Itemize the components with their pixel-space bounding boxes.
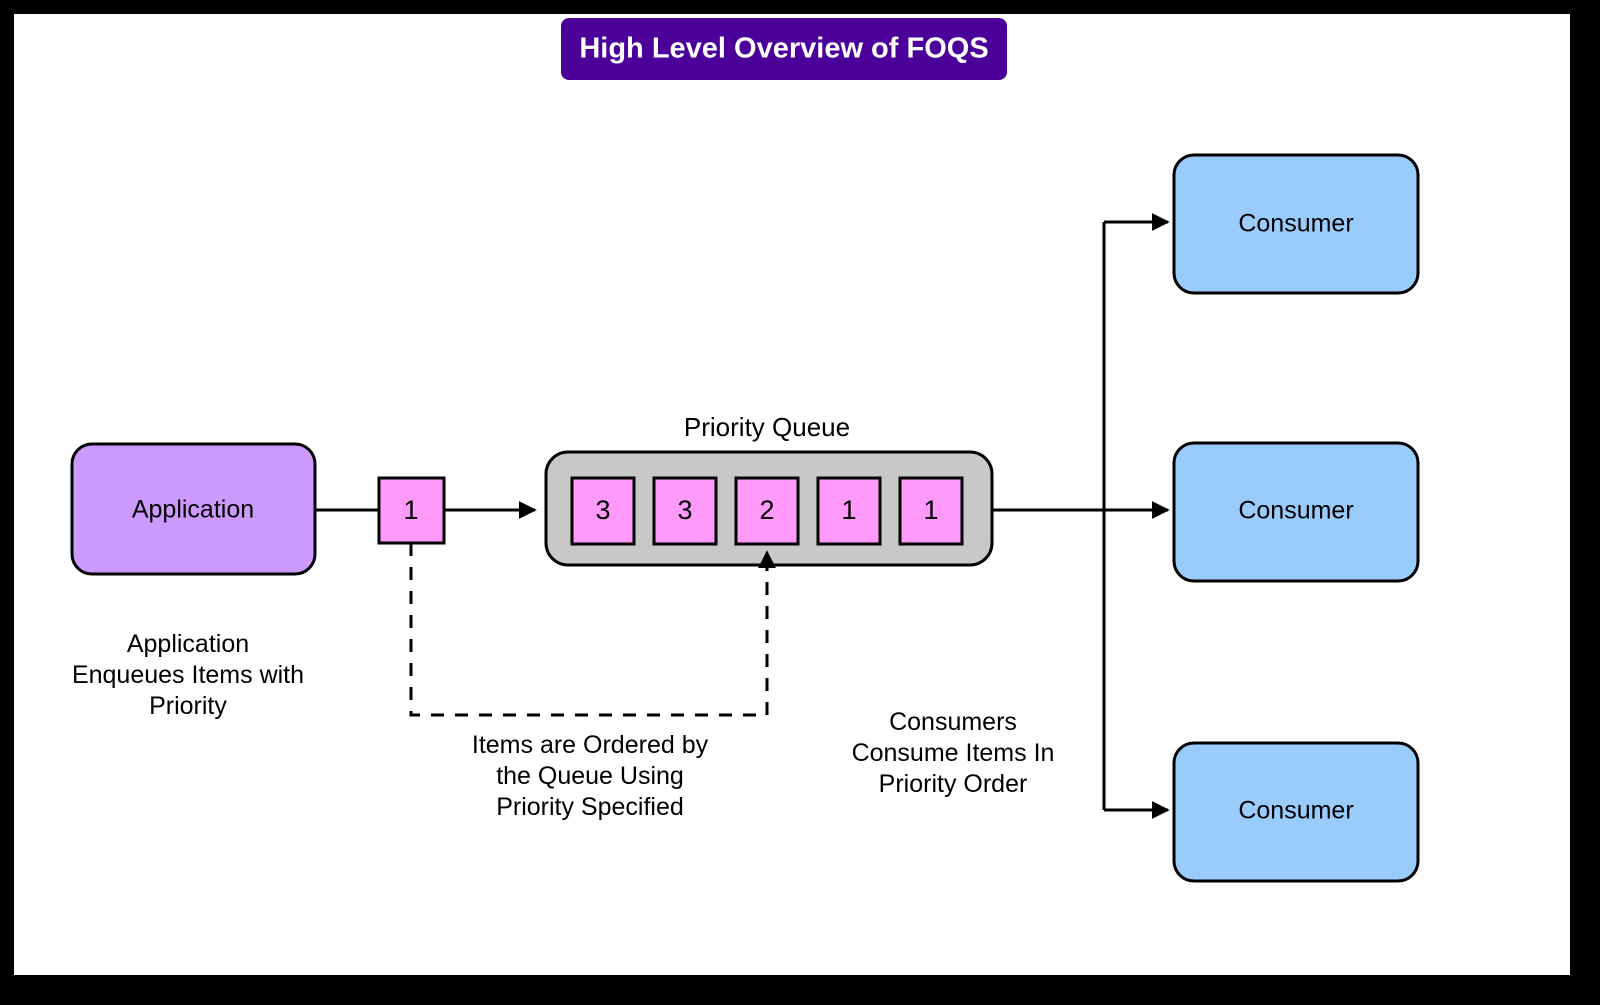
queue-item-label: 2 <box>759 495 774 525</box>
queue-item[interactable]: 3 <box>652 476 718 546</box>
queue-item-label: 1 <box>841 495 856 525</box>
title-banner: High Level Overview of FOQS <box>561 18 1007 80</box>
caption-application-line: Enqueues Items with <box>72 661 304 689</box>
consumer-box[interactable] <box>1172 441 1420 583</box>
queue-item-box[interactable] <box>570 476 636 546</box>
incoming-item-label: 1 <box>403 495 418 525</box>
caption-ordering-line: Priority Specified <box>496 793 684 821</box>
consumer-label: Consumer <box>1238 210 1353 238</box>
title-banner-background <box>561 18 1007 80</box>
application-label: Application <box>132 496 254 524</box>
consumer-label: Consumer <box>1238 797 1353 825</box>
node-application[interactable]: Application <box>70 442 317 576</box>
node-consumer-2[interactable]: Consumer <box>1172 441 1420 583</box>
consumer-box[interactable] <box>1172 741 1420 883</box>
queue-item[interactable]: 3 <box>570 476 636 546</box>
caption-ordering-line: the Queue Using <box>496 762 684 790</box>
diagram-canvas: High Level Overview of FOQS Application … <box>14 14 1570 975</box>
queue-item[interactable]: 1 <box>898 476 964 546</box>
node-priority-queue[interactable]: 3 3 2 1 <box>544 450 994 567</box>
caption-consumers-line: Priority Order <box>879 770 1028 798</box>
title-banner-label: High Level Overview of FOQS <box>579 33 988 65</box>
caption-application-line: Application <box>127 630 249 658</box>
queue-item-label: 1 <box>923 495 938 525</box>
caption-application-line: Priority <box>149 692 227 720</box>
caption-consumers-line: Consume Items In <box>852 739 1055 767</box>
queue-item-box[interactable] <box>898 476 964 546</box>
queue-item-label: 3 <box>677 495 692 525</box>
priority-queue-title: Priority Queue <box>684 412 850 442</box>
edge-ordering-annotation <box>409 543 776 717</box>
queue-item[interactable]: 1 <box>816 476 882 546</box>
caption-ordering-line: Items are Ordered by <box>472 731 709 759</box>
queue-item-box[interactable] <box>652 476 718 546</box>
node-incoming-item[interactable]: 1 <box>377 476 446 545</box>
caption-consumers: Consumers Consume Items In Priority Orde… <box>852 708 1055 798</box>
foqs-overview-diagram: High Level Overview of FOQS Application … <box>70 18 1420 883</box>
caption-application: Application Enqueues Items with Priority <box>72 630 304 720</box>
queue-item-label: 3 <box>595 495 610 525</box>
queue-item-box[interactable] <box>816 476 882 546</box>
node-consumer-3[interactable]: Consumer <box>1172 741 1420 883</box>
caption-ordering: Items are Ordered by the Queue Using Pri… <box>472 731 709 821</box>
consumer-label: Consumer <box>1238 497 1353 525</box>
queue-item-box[interactable] <box>734 476 800 546</box>
node-consumer-1[interactable]: Consumer <box>1172 153 1420 295</box>
consumer-box[interactable] <box>1172 153 1420 295</box>
caption-consumers-line: Consumers <box>889 708 1017 736</box>
queue-item[interactable]: 2 <box>734 476 800 546</box>
